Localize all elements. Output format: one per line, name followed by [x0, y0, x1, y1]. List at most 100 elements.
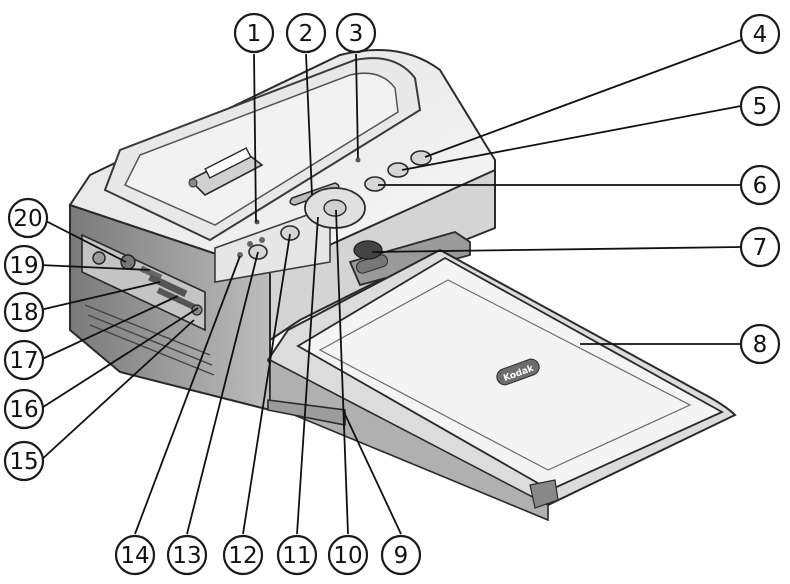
indicator-light-14b	[247, 241, 253, 247]
leader-17	[39, 295, 179, 361]
callout-circle-13	[166, 534, 208, 576]
indicator-light-14a	[237, 252, 243, 258]
callout-12: 12	[222, 534, 264, 576]
callout-circle-20	[7, 197, 49, 239]
side-connector-panel	[81, 233, 206, 332]
indicator-light-3	[355, 157, 361, 163]
callout-11: 11	[276, 534, 318, 576]
callout-circle-11	[276, 534, 318, 576]
button-5	[387, 162, 409, 178]
callout-13: 13	[166, 534, 208, 576]
callout-circle-14	[114, 534, 156, 576]
tray-handle	[529, 479, 559, 509]
callout-circle-17	[3, 339, 45, 381]
callout-number-13: 13	[172, 543, 201, 569]
callout-19: 19	[3, 244, 45, 286]
leader-10	[335, 209, 349, 535]
callout-number-2: 2	[299, 21, 314, 47]
callout-circle-1	[233, 12, 275, 54]
callout-4: 4	[739, 13, 781, 55]
callout-8: 8	[739, 323, 781, 365]
tray-stand	[267, 399, 346, 426]
callout-number-7: 7	[753, 235, 768, 261]
callout-3: 3	[335, 12, 377, 54]
leader-14	[134, 255, 241, 535]
leader-9	[342, 409, 402, 535]
side-vents	[84, 304, 215, 376]
card-light	[191, 304, 203, 316]
callout-circle-16	[3, 388, 45, 430]
callout-circle-3	[335, 12, 377, 54]
callout-circle-19	[3, 244, 45, 286]
callout-number-4: 4	[753, 22, 768, 48]
callout-2: 2	[285, 12, 327, 54]
callout-circle-18	[3, 291, 45, 333]
callout-17: 17	[3, 339, 45, 381]
front-control-panel	[214, 213, 331, 283]
usb-port-lock	[92, 251, 106, 265]
callout-9: 9	[380, 534, 422, 576]
callout-number-18: 18	[9, 300, 38, 326]
callout-circle-8	[739, 323, 781, 365]
leader-lines	[39, 39, 742, 535]
callout-7: 7	[739, 226, 781, 268]
navigation-dial	[304, 187, 366, 229]
card-slot-3	[156, 287, 198, 311]
callout-circle-4	[739, 13, 781, 55]
button-12	[280, 225, 300, 241]
callout-number-9: 9	[394, 543, 409, 569]
card-slot-2	[148, 273, 188, 298]
callout-circle-12	[222, 534, 264, 576]
callout-18: 18	[3, 291, 45, 333]
leader-13	[186, 251, 259, 535]
callout-number-15: 15	[9, 449, 38, 475]
leader-5	[401, 105, 742, 171]
button-4	[410, 150, 432, 166]
callout-circle-5	[739, 85, 781, 127]
paper-tray: Kodak	[266, 248, 737, 522]
callout-circle-15	[3, 440, 45, 482]
leader-4	[424, 39, 742, 158]
leader-1	[253, 53, 257, 223]
leader-7	[371, 246, 742, 253]
callout-circle-9	[380, 534, 422, 576]
dock-connector	[188, 147, 264, 196]
leader-18	[39, 281, 161, 311]
callout-5: 5	[739, 85, 781, 127]
dc-in-port	[120, 254, 136, 270]
callout-circle-7	[739, 226, 781, 268]
callout-number-11: 11	[282, 543, 311, 569]
callout-1: 1	[233, 12, 275, 54]
callout-circle-6	[739, 164, 781, 206]
callout-16: 16	[3, 388, 45, 430]
callout-number-17: 17	[9, 348, 38, 374]
callout-number-3: 3	[349, 21, 364, 47]
tray-side-wall	[269, 358, 549, 522]
leader-16	[39, 307, 199, 410]
callout-number-5: 5	[753, 94, 768, 120]
leader-15	[39, 319, 195, 462]
callout-number-1: 1	[247, 21, 262, 47]
leader-12	[242, 233, 291, 535]
indicator-light-14c	[259, 237, 265, 243]
leader-3	[355, 53, 359, 159]
callout-number-14: 14	[120, 543, 149, 569]
tray-latch	[353, 240, 383, 260]
callout-10: 10	[327, 534, 369, 576]
leader-19	[39, 264, 151, 271]
callout-number-19: 19	[9, 253, 38, 279]
button-6	[364, 176, 386, 192]
callout-circle-2	[285, 12, 327, 54]
paper-exit-slot	[348, 231, 471, 287]
tray-inner-window	[318, 279, 692, 471]
callout-number-12: 12	[228, 543, 257, 569]
callout-number-6: 6	[753, 173, 768, 199]
leader-2	[305, 53, 313, 196]
callout-circle-10	[327, 534, 369, 576]
leader-20	[39, 217, 127, 263]
callout-number-20: 20	[13, 206, 42, 232]
callout-number-16: 16	[9, 397, 38, 423]
